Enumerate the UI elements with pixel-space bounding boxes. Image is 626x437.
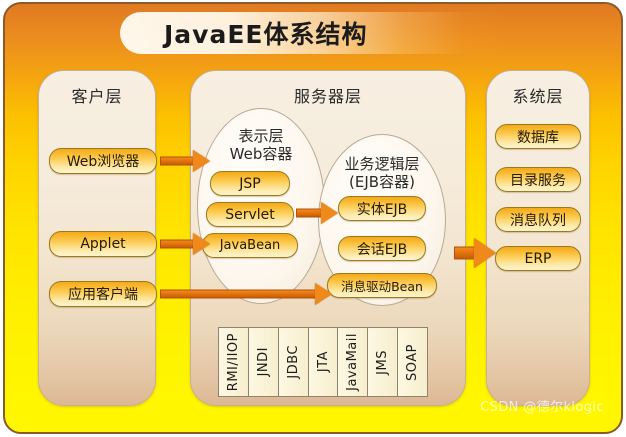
arrow-web-browser-to-web-container (160, 150, 210, 172)
chip-javabean[interactable]: JavaBean (202, 233, 298, 258)
arrow-shaft (160, 289, 316, 299)
chip-session-ejb[interactable]: 会话EJB (338, 236, 426, 261)
tech-label: JNDI (255, 347, 271, 377)
chip-database[interactable]: 数据库 (495, 124, 581, 149)
arrow-head-icon (474, 238, 496, 268)
web-container-title-line2: Web容器 (229, 145, 293, 163)
chip-jsp[interactable]: JSP (210, 171, 290, 196)
chip-entity-ejb[interactable]: 实体EJB (338, 196, 426, 221)
chip-erp[interactable]: ERP (495, 246, 581, 271)
tech-cell[interactable]: JTA (308, 328, 339, 396)
arrow-head-icon (321, 202, 338, 224)
tech-label: SOAP (405, 343, 421, 381)
tech-cell[interactable]: JDBC (278, 328, 309, 396)
page-title: JavaEE体系结构 (164, 20, 368, 49)
tech-cell[interactable]: JavaMail (338, 328, 369, 396)
web-container-title-line1: 表示层 (238, 127, 284, 145)
tech-label: JDBC (285, 345, 301, 379)
chip-app-client[interactable]: 应用客户端 (49, 281, 157, 307)
chip-web-browser[interactable]: Web浏览器 (49, 148, 157, 174)
chip-message-queue[interactable]: 消息队列 (495, 207, 581, 232)
ellipse-title-web-container: 表示层 Web容器 (198, 127, 324, 163)
panel-title-client-layer: 客户层 (71, 87, 123, 106)
panel-title-server-layer: 服务器层 (293, 87, 362, 106)
tech-label: JTA (315, 351, 331, 373)
arrow-applet-to-web-container (160, 233, 210, 255)
tech-cell[interactable]: JMS (368, 328, 399, 396)
arrow-server-to-system (454, 238, 502, 268)
tech-cell[interactable]: JNDI (248, 328, 279, 396)
arrow-head-icon (193, 233, 210, 255)
chip-message-driven-bean[interactable]: 消息驱动Bean (327, 273, 437, 298)
technology-strip: RMI/IIOP JNDI JDBC JTA JavaMail JMS SOAP (218, 327, 428, 397)
arrow-web-container-to-ejb-container (296, 202, 344, 224)
tech-label: RMI/IIOP (225, 332, 241, 392)
tech-cell[interactable]: RMI/IIOP (219, 328, 249, 396)
arrow-shaft (454, 246, 476, 260)
diagram-title-banner: JavaEE体系结构 (120, 12, 510, 54)
panel-title-system-layer: 系统层 (512, 87, 564, 106)
arrow-head-icon (193, 150, 210, 172)
chip-servlet[interactable]: Servlet (206, 202, 294, 227)
arrow-shaft (296, 208, 322, 218)
tech-cell[interactable]: SOAP (398, 328, 428, 396)
ejb-container-title-line1: 业务逻辑层 (344, 155, 420, 173)
tech-label: JMS (375, 349, 391, 375)
arrow-head-icon (315, 283, 332, 305)
arrow-shaft (160, 239, 194, 249)
arrow-app-client-to-ejb-container (160, 283, 335, 305)
tech-label: JavaMail (345, 333, 361, 391)
chip-applet[interactable]: Applet (49, 231, 157, 257)
arrow-shaft (160, 156, 194, 166)
ellipse-title-ejb-container: 业务逻辑层 (EJB容器) (319, 155, 445, 191)
chip-directory-service[interactable]: 目录服务 (495, 167, 581, 192)
ejb-container-title-line2: (EJB容器) (349, 173, 415, 191)
